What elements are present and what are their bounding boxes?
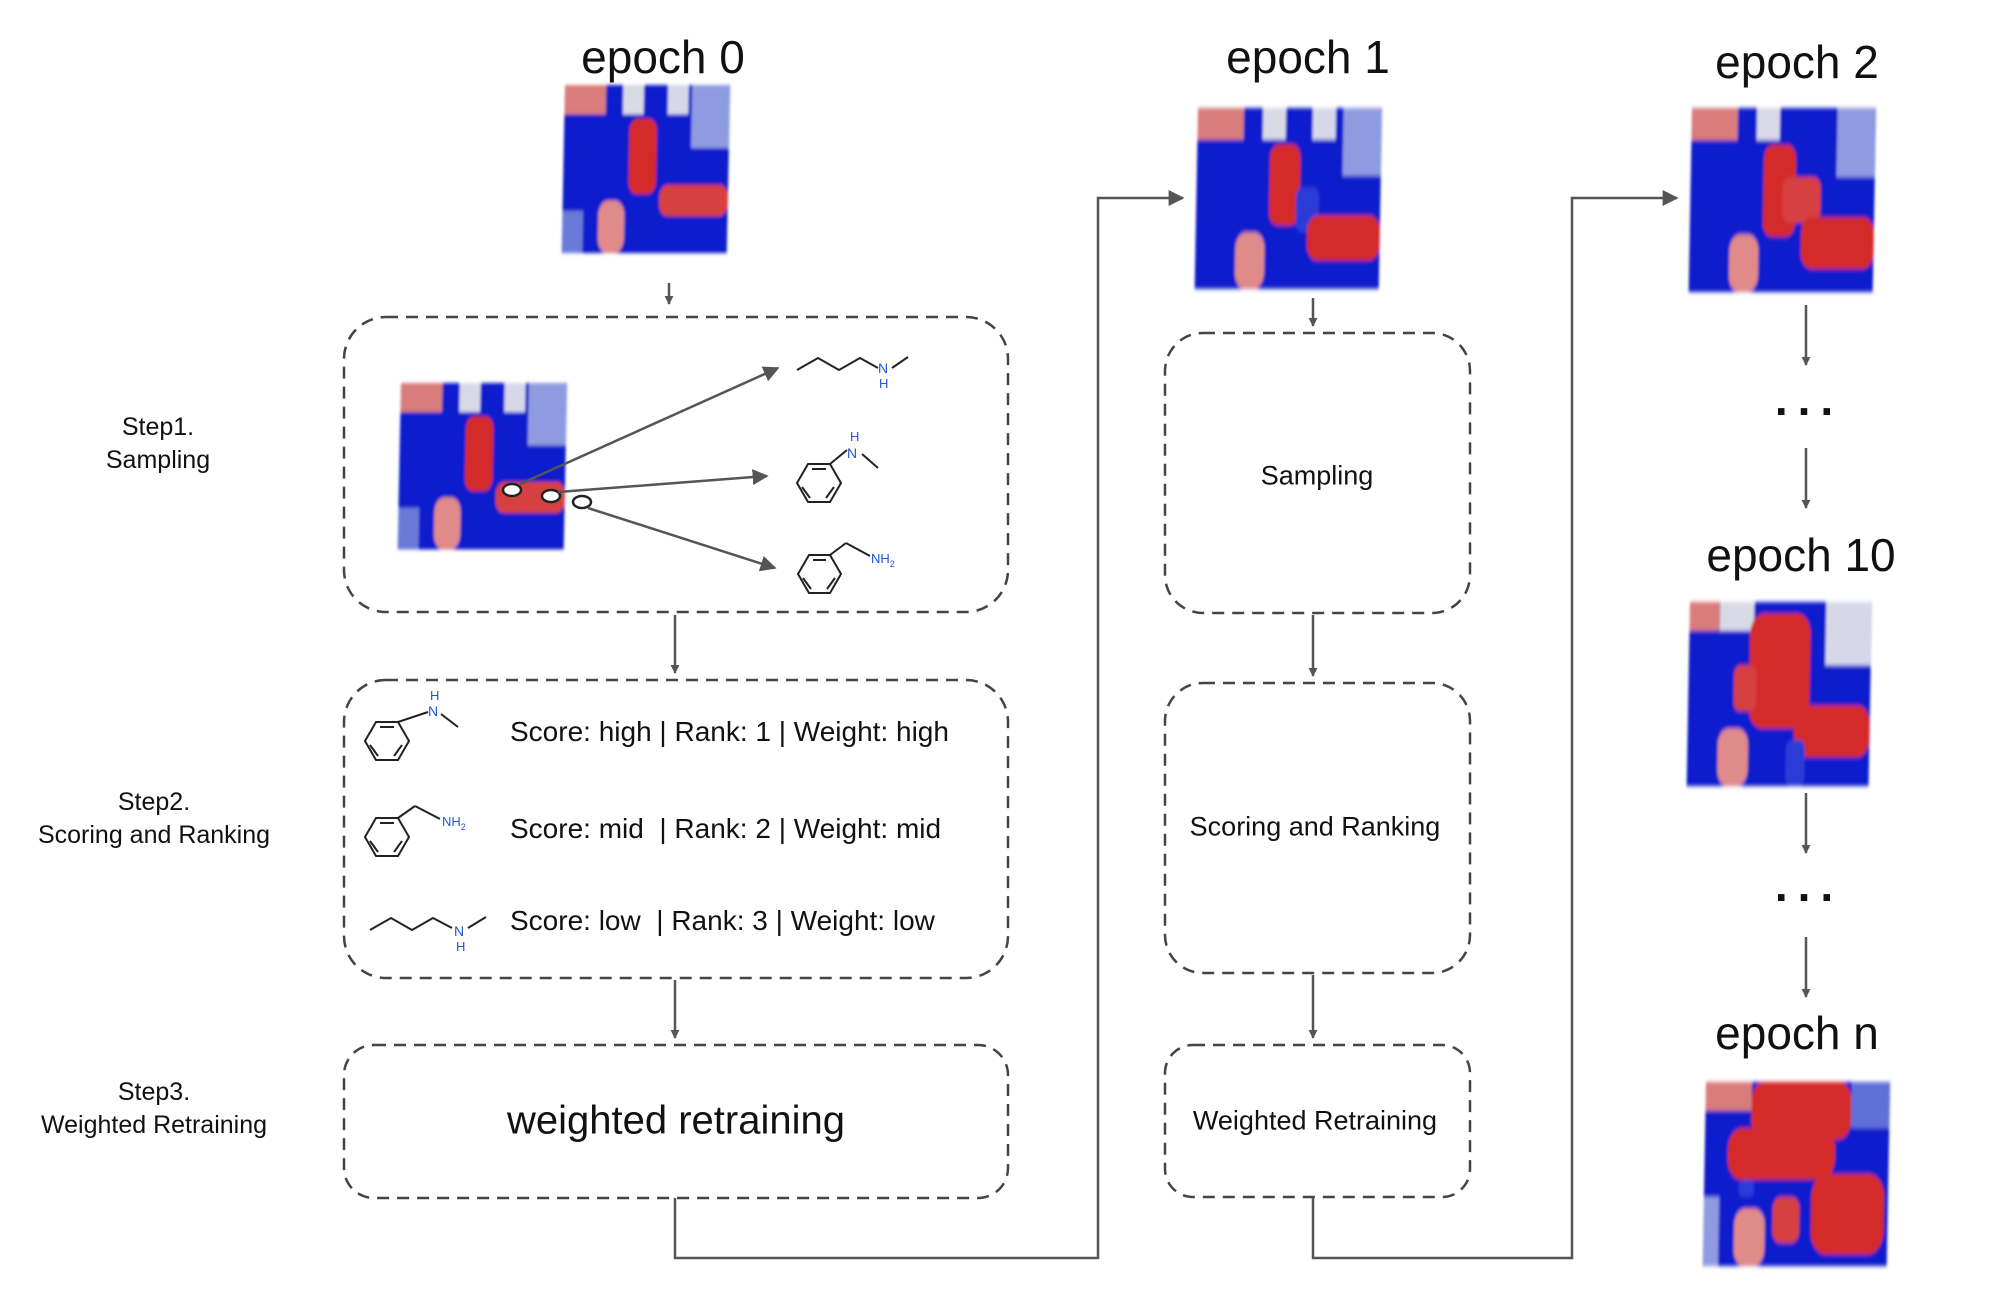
molecule-benzylamine [796, 542, 871, 594]
heatmap-epoch-n [1702, 1082, 1891, 1266]
hydrogen-atom: H [850, 429, 859, 444]
epoch-10-title: epoch 10 [1706, 529, 1896, 581]
step1-number: Step1. [121, 413, 195, 441]
sampling-heatmap [397, 383, 568, 550]
ranking-row-1: Score: high | Rank: 1 | Weight: high [510, 716, 949, 747]
step1-name: Sampling [105, 446, 211, 474]
nitrogen-atom: N [428, 703, 438, 719]
amine-group: NH2 [442, 814, 466, 832]
heatmap-epoch-0 [561, 85, 731, 253]
heatmap-epoch-1 [1194, 108, 1383, 289]
sample-point [501, 482, 523, 498]
nitrogen-atom: N [847, 445, 857, 461]
epoch1-scoring-text: Scoring and Ranking [1189, 811, 1441, 842]
molecule-butyl-methylamine [796, 356, 909, 372]
epoch-2-title: epoch 2 [1715, 36, 1879, 88]
flow-arrows [664, 190, 1811, 1260]
weighted-retraining-box [342, 1043, 1010, 1200]
nitrogen-atom: N [878, 360, 888, 376]
ranking-row-2: Score: mid | Rank: 2 | Weight: mid [510, 813, 942, 844]
step3-name: Weighted Retraining [40, 1111, 268, 1139]
sampling-arrows [519, 366, 780, 572]
connector-to-epoch-2 [1311, 190, 1679, 1260]
ellipsis-after-epoch-10: ... [1774, 859, 1844, 911]
epoch-1-title: epoch 1 [1226, 31, 1390, 83]
sample-point [571, 494, 593, 510]
scoring-ranking-box [342, 678, 1010, 980]
step2-number: Step2. [117, 788, 191, 816]
epoch1-retraining-box [1163, 1043, 1472, 1199]
hydrogen-atom: H [456, 939, 465, 954]
molecule-butyl-methylamine-ranked [369, 916, 487, 932]
step3-number: Step3. [117, 1078, 191, 1106]
ellipsis-after-epoch-2: ... [1774, 373, 1844, 425]
molecule-benzylamine-ranked [363, 805, 441, 857]
epoch-n-title: epoch n [1715, 1007, 1879, 1059]
heatmap-epoch-2 [1688, 108, 1877, 292]
epoch1-retraining-text: Weighted Retraining [1192, 1105, 1438, 1136]
ranking-row-3: Score: low | Rank: 3 | Weight: low [510, 905, 935, 936]
epoch1-sampling-text: Sampling [1260, 460, 1374, 491]
heatmap-epoch-10 [1686, 602, 1872, 786]
step1-label: Step1. Sampling [106, 411, 210, 477]
step2-name: Scoring and Ranking [37, 821, 271, 849]
connector-to-epoch-1 [673, 190, 1185, 1260]
molecule-n-methylaniline [795, 449, 879, 503]
molecule-n-methylaniline-ranked [363, 711, 459, 761]
sample-point [540, 488, 562, 504]
hydrogen-atom: H [430, 688, 439, 703]
nitrogen-atom: N [454, 923, 464, 939]
step3-label: Step3. Weighted Retraining [41, 1076, 267, 1142]
weighted-retraining-text: weighted retraining [507, 1098, 845, 1143]
hydrogen-atom: H [879, 376, 888, 391]
amine-group: NH2 [871, 551, 895, 569]
epoch-0-title: epoch 0 [581, 31, 745, 83]
step2-label: Step2. Scoring and Ranking [38, 786, 270, 852]
epoch1-sampling-box [1163, 331, 1472, 615]
sampling-box [342, 315, 1010, 614]
sample-points [501, 482, 593, 510]
